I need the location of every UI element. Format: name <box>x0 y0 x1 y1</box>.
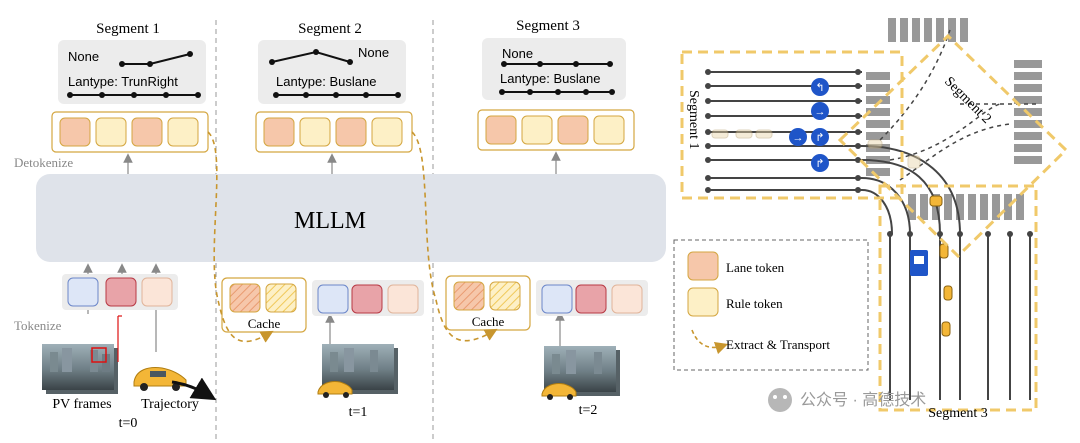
cache-label-2: Cache <box>472 314 505 329</box>
svg-text:→: → <box>815 106 826 118</box>
panel-3-lane-label: Lantype: Buslane <box>500 71 600 86</box>
output-panel-3: None Lantype: Buslane <box>482 38 626 100</box>
watermark-text: 公众号 · 高德技术 <box>800 391 926 409</box>
pv-frames-image-2 <box>317 344 398 398</box>
legend-rule-swatch <box>687 287 719 317</box>
legend-rule-label: Rule token <box>726 296 783 311</box>
cache-group-1: Cache <box>221 277 307 333</box>
mllm-block: MLLM <box>36 174 666 262</box>
detokenize-label: Detokenize <box>14 155 73 170</box>
panel-2-top-label: None <box>358 45 389 60</box>
map-segment-3-frame <box>878 184 1038 412</box>
output-panel-1: None Lantype: TrunRight <box>58 40 206 104</box>
direction-signs: ↰ → → ↱ ↱ <box>789 78 829 172</box>
pv-frames-label: PV frames <box>52 397 111 412</box>
transport-curve-1 <box>207 131 274 343</box>
time-label-3: t=2 <box>579 403 598 418</box>
segment-2-title: Segment 2 <box>298 21 362 37</box>
trajectory-label: Trajectory <box>141 397 199 412</box>
output-tokens-1 <box>51 111 209 153</box>
svg-text:↱: ↱ <box>815 158 824 170</box>
output-tokens-3 <box>477 109 635 151</box>
mllm-label: MLLM <box>294 208 366 234</box>
map-segment-3-label: Segment 3 <box>928 406 988 421</box>
input-tokens-2 <box>312 280 424 316</box>
legend-lane-swatch <box>687 251 719 281</box>
svg-text:↰: ↰ <box>815 82 824 94</box>
car-icon-trajectory <box>133 367 187 391</box>
legend-transport-label: Extract & Transport <box>726 337 830 352</box>
map-segment-1-label: Segment 1 <box>686 90 701 150</box>
pv-frames-image-3 <box>541 346 620 400</box>
panel-1-lane-label: Lantype: TrunRight <box>68 74 178 89</box>
legend-lane-label: Lane token <box>726 260 785 275</box>
legend-transport-arrow <box>691 329 729 355</box>
trajectory-arrow <box>171 377 217 401</box>
cache-group-2: Cache <box>445 275 531 331</box>
svg-text:↱: ↱ <box>815 132 824 144</box>
map-diagram: ↰ → → ↱ ↱ Segment 1 Segment 2 Se <box>680 18 1069 421</box>
panel-1-top-label: None <box>68 49 99 64</box>
transport-curve-2 <box>411 131 498 342</box>
cache-label-1: Cache <box>248 316 281 331</box>
panel-2-lane-label: Lantype: Buslane <box>276 74 376 89</box>
time-label-1: t=0 <box>119 416 138 431</box>
output-tokens-2 <box>255 111 413 153</box>
time-label-2: t=1 <box>349 405 368 420</box>
output-panel-2: None Lantype: Buslane <box>258 40 406 104</box>
legend: Lane token Rule token Extract & Transpor… <box>673 239 869 371</box>
svg-text:→: → <box>793 132 804 144</box>
pv-frames-image-1 <box>42 344 118 394</box>
input-tokens-3 <box>536 280 648 316</box>
map-segment-2-label: Segment 2 <box>941 74 994 127</box>
segment-1-title: Segment 1 <box>96 21 160 37</box>
map-segment-1-frame <box>680 50 904 200</box>
tokenize-label: Tokenize <box>14 318 62 333</box>
input-tokens-1 <box>62 274 178 310</box>
map-segment-2-frame <box>837 33 1069 259</box>
panel-3-top-label: None <box>502 46 533 61</box>
segment-3-title: Segment 3 <box>516 18 580 34</box>
watermark: 公众号 · 高德技术 <box>768 388 926 412</box>
